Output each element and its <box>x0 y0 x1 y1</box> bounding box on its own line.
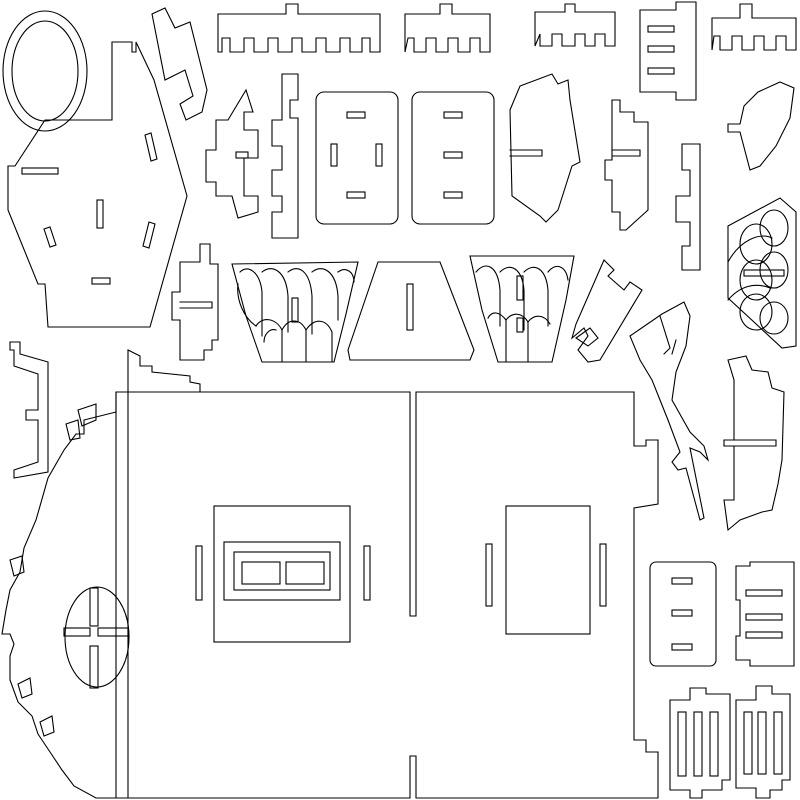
rounded-slotted-panel <box>735 561 795 667</box>
comb-piece <box>9 341 49 479</box>
hex-side-panel <box>723 355 785 532</box>
castellated-strip <box>217 3 797 53</box>
rounded-slotted-panel <box>649 561 717 667</box>
rounded-slotted-panel <box>411 91 495 225</box>
comb-piece <box>735 685 791 799</box>
rounded-slotted-panel <box>315 91 399 225</box>
stepped-fork-piece <box>205 88 259 219</box>
hex-side-panel <box>509 73 581 223</box>
oval-ring <box>2 10 88 132</box>
fish-shape-piece <box>727 81 795 171</box>
comb-piece <box>669 687 731 799</box>
main-deck-panel <box>115 391 659 799</box>
trapezoid-panel <box>347 261 475 361</box>
stepped-fork-piece <box>604 99 649 231</box>
bracket-tab-piece <box>151 7 208 121</box>
stepped-fork-piece <box>675 143 701 271</box>
rounded-slotted-panel <box>639 1 697 101</box>
stepped-fork-piece <box>171 243 219 361</box>
hull-front-panel <box>1 349 201 799</box>
fish-shape-piece <box>629 301 710 521</box>
hex-side-panel <box>7 41 188 328</box>
cabbage-leaf-panel <box>231 261 359 363</box>
stepped-fork-piece <box>271 73 299 239</box>
bracket-tab-piece <box>570 259 643 363</box>
cabbage-leaf-panel <box>469 255 575 363</box>
cabbage-leaf-panel <box>727 197 797 349</box>
